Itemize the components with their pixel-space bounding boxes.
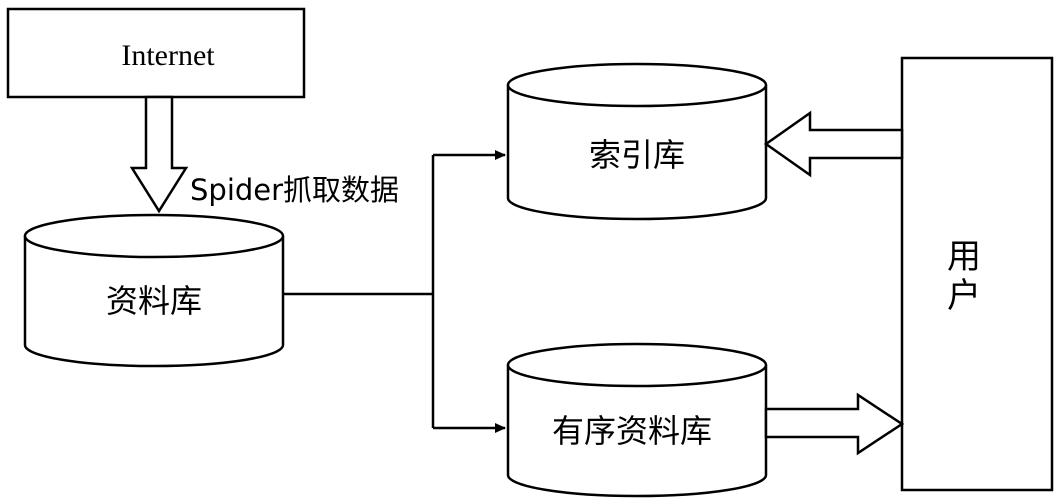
user-label-char-1: 用 bbox=[947, 237, 981, 277]
hollow-right-arrow bbox=[764, 392, 905, 456]
user-node: 用 户 bbox=[900, 56, 1054, 492]
user-label-char-2: 户 bbox=[947, 276, 981, 316]
hollow-down-arrow bbox=[129, 95, 189, 214]
hollow-left-arrow bbox=[763, 110, 904, 178]
index-db-label: 索引库 bbox=[589, 136, 685, 174]
index-db-node: 索引库 bbox=[506, 62, 768, 221]
spider-label: Spider抓取数据 bbox=[190, 173, 399, 207]
raw-db-node: 资料库 bbox=[23, 213, 285, 368]
internet-label: Internet bbox=[121, 39, 215, 72]
ordered-db-node: 有序资料库 bbox=[506, 342, 768, 498]
ordered-db-label: 有序资料库 bbox=[552, 412, 712, 450]
raw-db-label: 资料库 bbox=[106, 282, 202, 320]
connector-lines bbox=[283, 150, 506, 433]
internet-node: Internet bbox=[6, 7, 306, 99]
